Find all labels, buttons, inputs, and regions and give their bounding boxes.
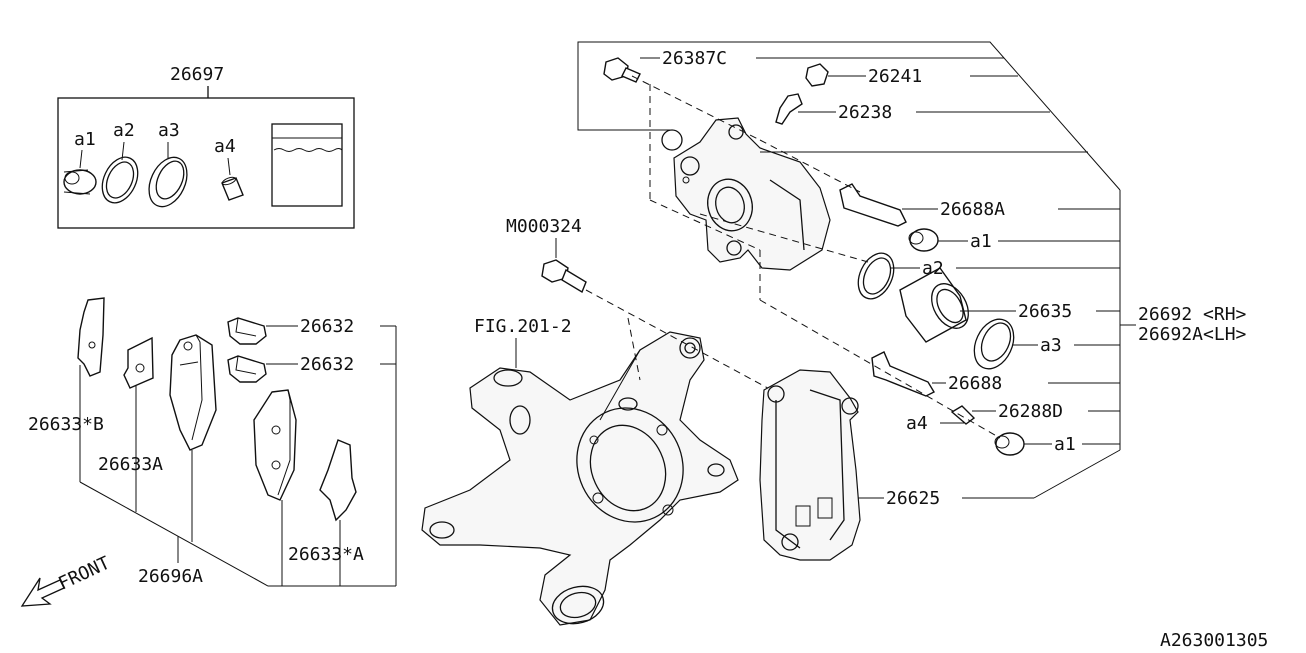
caliper-bracket-icon [759,369,861,561]
inner-shim-star-a [319,439,357,522]
outer-shim-b [77,297,105,377]
kit-label-a3: a3 [158,120,180,141]
piston-seal-right-icon [973,318,1015,370]
pad-kit-group: 26633*B 26633A 26632 26632 26633*A 26696… [28,297,397,587]
piston-icon [899,267,969,343]
seal-kit-group: 26697 a1 a2 a3 a4 [57,64,355,229]
caliper-bolt-icon [603,57,641,83]
knuckle-bolt-icon [541,259,587,294]
part-label-26238: 26238 [838,102,892,123]
guide-pin-boot-upper-icon [908,228,939,252]
o-ring-icon [101,156,139,204]
part-label-26696a: 26696A [138,566,203,587]
pad-clip-bottom-icon [227,355,267,383]
label-a1-upper: a1 [970,231,992,252]
part-label-26692a-lh: 26692A<LH> [1138,324,1247,345]
kit-label-a1: a1 [74,129,96,150]
label-a3-right: a3 [1040,335,1062,356]
part-label-26288d: 26288D [998,401,1063,422]
bleeder-cap-icon [661,129,683,151]
grease-pack-icon [271,123,343,207]
part-label-26633a: 26633A [98,454,163,475]
bleeder-screw-icon [775,93,803,125]
part-label-26697: 26697 [170,64,224,85]
piston-o-ring-icon [857,252,895,300]
bleeder-cap-small-icon [805,63,829,87]
front-label: FRONT [55,553,113,595]
part-label-26688: 26688 [948,373,1002,394]
part-label-26632-top: 26632 [300,316,354,337]
label-a1-lower: a1 [1054,434,1076,455]
part-label-26692-rh: 26692 <RH> [1138,304,1247,325]
pad-clip-top-icon [227,317,267,345]
part-label-m000324: M000324 [506,216,582,237]
dust-boot-icon [63,169,97,195]
inner-shim-a [123,336,154,389]
guide-pin-upper-icon [839,183,907,227]
sleeve-icon [221,176,244,201]
part-label-26633-star-a: 26633*A [288,544,364,565]
front-arrow-icon [20,577,65,607]
guide-pin-boot-lower-icon [994,432,1025,456]
kit-label-a2: a2 [113,120,135,141]
part-label-26633b: 26633*B [28,414,104,435]
caliper-body-icon [673,117,831,271]
part-label-26387c: 26387C [662,48,727,69]
part-label-26635: 26635 [1018,301,1072,322]
brake-pad-inner-icon [253,389,297,501]
label-a2-right: a2 [922,258,944,279]
front-direction-indicator: FRONT [20,553,113,607]
piston-seal-icon [148,156,188,208]
steering-knuckle-icon [421,331,739,626]
leader-lines [577,41,1136,499]
part-label-26632-bottom: 26632 [300,354,354,375]
guide-pin-lower-icon [871,351,935,397]
label-a4-right: a4 [906,413,928,434]
part-label-26625: 26625 [886,488,940,509]
part-label-fig-201-2: FIG.201-2 [474,316,572,337]
part-label-26241: 26241 [868,66,922,87]
part-label-26688a: 26688A [940,199,1005,220]
kit-label-a4: a4 [214,136,236,157]
diagram-id: A263001305 [1160,630,1268,651]
seal-kit-box [57,97,355,229]
brake-pad-outer-icon [169,334,217,451]
